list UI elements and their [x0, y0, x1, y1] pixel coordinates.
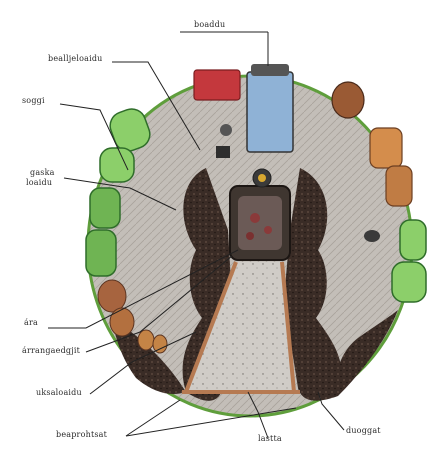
- embers: [264, 226, 272, 234]
- back-item: [220, 124, 232, 136]
- label-gaska-line1: gaska: [30, 168, 55, 177]
- label-soggi: soggi: [22, 96, 45, 105]
- label-lasta: lastta: [258, 434, 282, 443]
- embers: [250, 213, 260, 223]
- storage-sack: [386, 166, 412, 206]
- storage-sack: [332, 82, 364, 118]
- label-duoddgat: duoggat: [346, 426, 381, 435]
- red-chest: [194, 70, 240, 100]
- kettle-lid: [258, 174, 266, 182]
- brown-bag: [110, 308, 134, 336]
- storage-sack: [370, 128, 402, 168]
- sleeping-roll: [400, 220, 426, 260]
- embers: [246, 232, 254, 240]
- label-arrangaedgyt: árrangaedgjit: [22, 346, 80, 355]
- sleeping-roll: [86, 230, 116, 276]
- brown-bag: [98, 280, 126, 312]
- label-uksaloaidu: uksaloaidu: [36, 388, 82, 397]
- fireplace-stones: [238, 196, 282, 250]
- label-gaska-line2: loaidu: [26, 178, 52, 187]
- sleeping-roll: [90, 188, 120, 228]
- small-stone: [364, 230, 380, 242]
- label-ara: ára: [24, 318, 38, 327]
- back-storage-box: [247, 72, 293, 152]
- sleeping-roll: [100, 148, 134, 182]
- label-beaprotsat: beaprohtsat: [56, 430, 107, 439]
- bowl: [153, 335, 167, 353]
- sleeping-roll: [392, 262, 426, 302]
- label-bealljeloaidu: bealljeloaidu: [48, 54, 103, 63]
- leader-beaprotsat: [126, 400, 180, 436]
- bowl: [138, 330, 154, 350]
- label-boaddu: boaddu: [194, 20, 225, 29]
- back-item-2: [216, 146, 230, 158]
- back-storage-lid: [251, 64, 289, 76]
